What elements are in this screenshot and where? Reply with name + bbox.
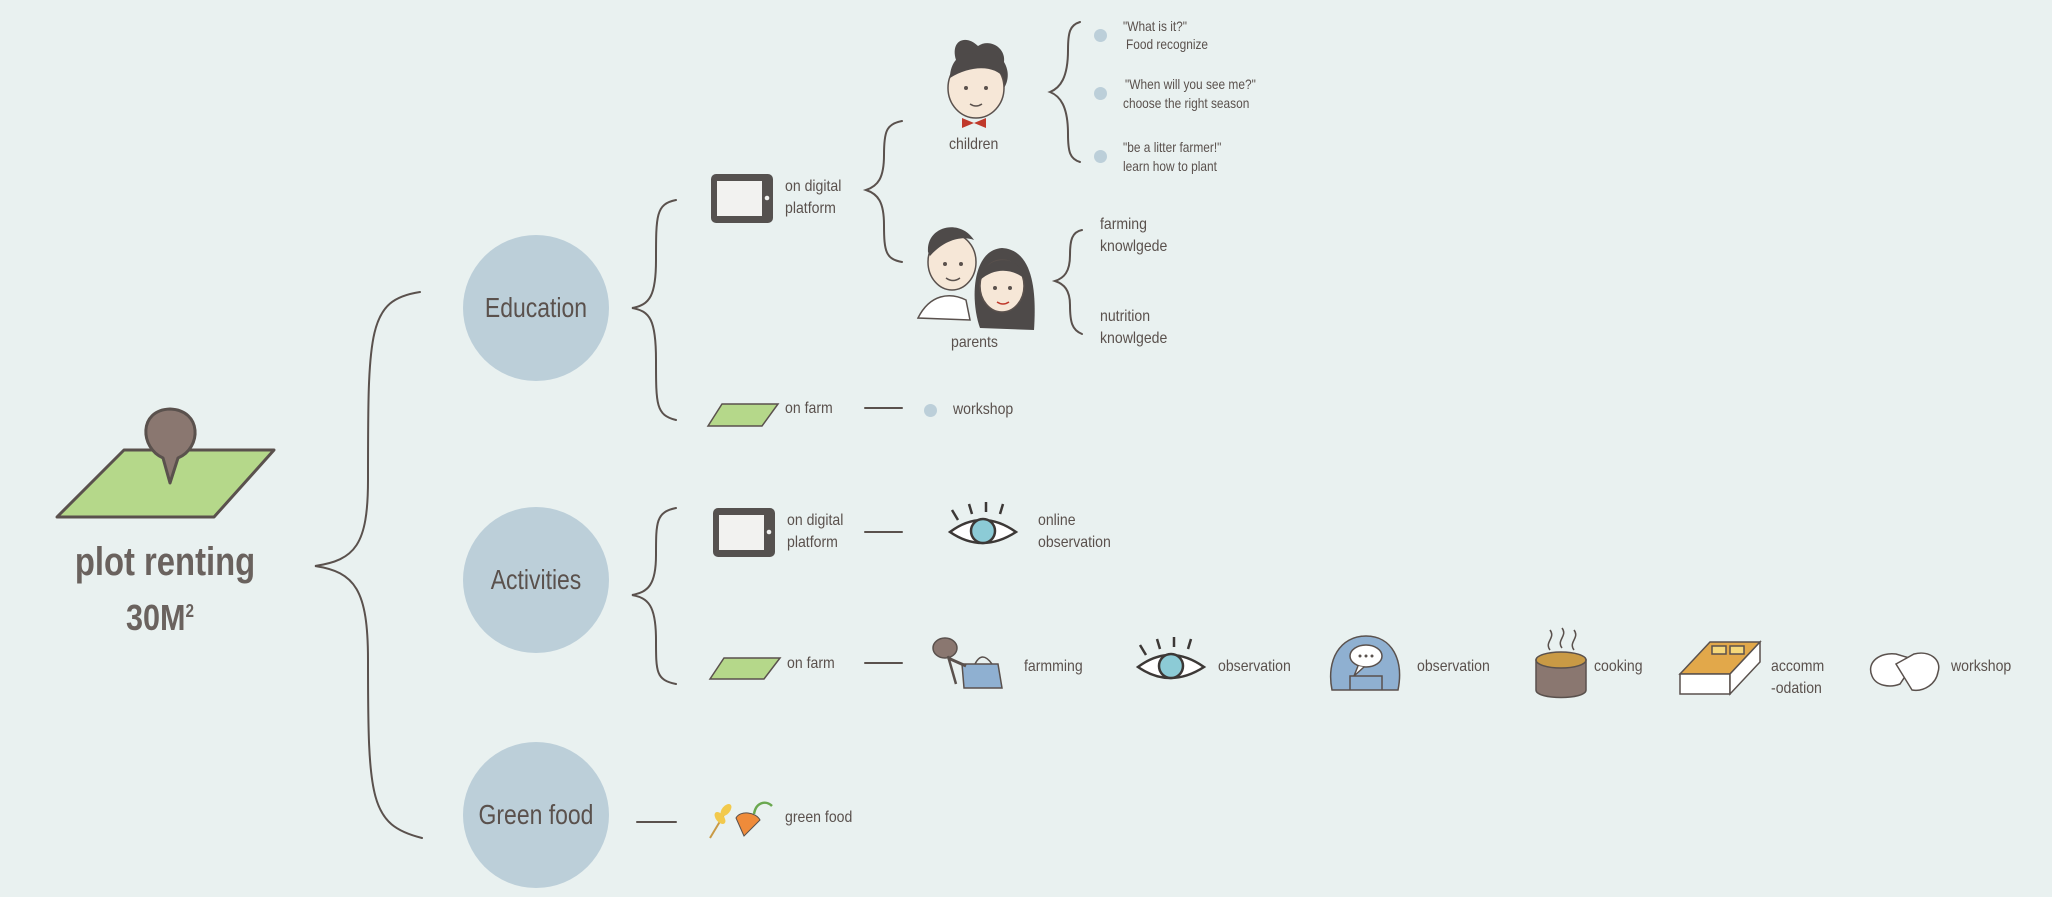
eye-icon [1135, 637, 1207, 680]
chat-dome-icon [1329, 635, 1401, 691]
children-item-quote: "be a litter farmer!" [1123, 139, 1222, 155]
green-food-item-label: green food [785, 809, 853, 826]
handshake-icon [1869, 652, 1940, 692]
digital-brace [862, 120, 903, 263]
parents-item: nutrition knowlgede [1100, 308, 1168, 347]
children-brace [1047, 21, 1081, 163]
main-brace [314, 291, 423, 839]
activity-label: cooking [1594, 658, 1643, 675]
activity-label: farmming [1024, 658, 1083, 675]
tablet-icon [713, 508, 775, 557]
parents-item: farming knowlgede [1100, 216, 1168, 255]
bed-icon [1678, 640, 1762, 696]
parents-brace [1051, 229, 1083, 335]
eye-icon [947, 502, 1019, 545]
activity-label: observation [1417, 658, 1490, 675]
education-farm-label: on farm [785, 400, 833, 417]
root-area-value: 30M [126, 597, 186, 638]
activity-label: observation [1218, 658, 1291, 675]
education-label: Education [484, 292, 588, 323]
children-item-desc: learn how to plant [1123, 158, 1217, 174]
children-item-quote: "When will you see me?" [1125, 76, 1256, 92]
children-item-quote: "What is it?" [1123, 18, 1188, 34]
activities-digital-label: on digital platform [787, 512, 844, 551]
activities-label: Activities [490, 564, 582, 595]
bullet-dot [1094, 29, 1107, 42]
green-food-node: Green food [463, 742, 609, 888]
activities-brace [631, 507, 677, 685]
parents-label: parents [951, 334, 998, 351]
child-face-icon [947, 39, 1008, 128]
activities-farm-label: on farm [787, 655, 835, 672]
bullet-dot [1094, 150, 1107, 163]
education-node: Education [463, 235, 609, 381]
activity-label: accomm-odation [1771, 658, 1825, 697]
green-food-icon [709, 801, 773, 839]
children-item-desc: Food recognize [1126, 36, 1209, 52]
activities-node: Activities [463, 507, 609, 653]
root-area: 30M2 [126, 590, 194, 639]
bullet-dot [924, 404, 937, 417]
online-observation-label: online observation [1038, 512, 1111, 551]
tablet-icon [711, 174, 773, 223]
shovel-watering-can-icon [932, 637, 1003, 689]
pot-icon [1535, 627, 1587, 699]
children-item-desc: choose the right season [1123, 95, 1250, 111]
farm-icon [706, 403, 780, 427]
root-title: plot renting [74, 540, 256, 584]
children-label: children [949, 136, 999, 153]
education-brace [631, 199, 677, 421]
activity-label: workshop [1951, 658, 2012, 675]
bullet-dot [1094, 87, 1107, 100]
root-area-sup: 2 [185, 601, 195, 621]
farm-icon [708, 657, 782, 680]
green-food-label: Green food [478, 799, 594, 830]
education-digital-label: on digital platform [785, 178, 842, 217]
workshop-label: workshop [953, 401, 1014, 418]
plot-pin-icon [55, 407, 276, 519]
parents-icon [916, 227, 1035, 330]
